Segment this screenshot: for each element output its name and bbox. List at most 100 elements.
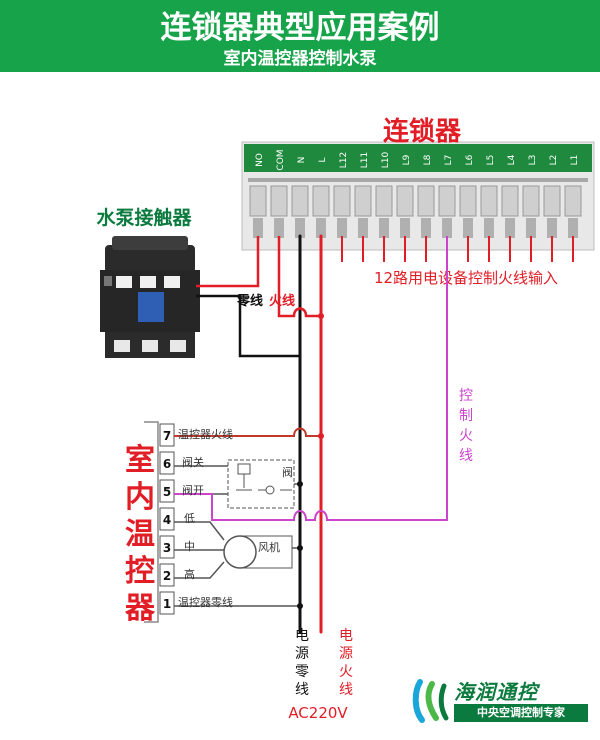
voltage-label: AC220V — [288, 704, 348, 722]
logo-tagline: 中央空调控制专家 — [454, 704, 588, 722]
valve-icon — [265, 485, 275, 495]
junction-dot — [318, 433, 324, 439]
contactor-neutral-wire — [196, 294, 300, 358]
interlock-terminal-screw[interactable] — [295, 218, 305, 238]
interlock-terminal-screw[interactable] — [379, 218, 389, 238]
logo-icon — [412, 679, 449, 723]
interlock-terminal-slot[interactable] — [312, 185, 330, 217]
interlock-terminal-slot[interactable] — [501, 185, 519, 217]
interlock-terminal-slot[interactable] — [249, 185, 267, 217]
thermostat-label-char: 器 — [124, 591, 156, 626]
junction-dot — [297, 545, 303, 551]
power-live-char: 线 — [339, 682, 353, 698]
thermostat-terminal[interactable] — [159, 451, 175, 475]
interlock-terminal-screw[interactable] — [463, 218, 473, 238]
interlock-terminal-slot[interactable] — [480, 185, 498, 217]
interlock-terminal-slot[interactable] — [375, 185, 393, 217]
interlock-label: 连锁器 — [383, 116, 462, 147]
page-title: 连锁器典型应用案例 — [160, 10, 440, 46]
input-note: 12路用电设备控制火线输入 — [374, 269, 558, 287]
interlock-terminal-screw[interactable] — [568, 218, 578, 238]
interlock-terminal-screw[interactable] — [253, 218, 263, 238]
thermostat-terminal-number: 5 — [163, 485, 171, 499]
interlock-terminal-slot[interactable] — [417, 185, 435, 217]
thermostat-terminal-number: 4 — [163, 513, 171, 527]
interlock-terminal-slot[interactable] — [522, 185, 540, 217]
fan-icon — [223, 535, 257, 569]
interlock-terminal-label: L3 — [528, 155, 538, 166]
interlock-terminal-screw[interactable] — [442, 218, 452, 238]
interlock-terminal-screw[interactable] — [337, 218, 347, 238]
thermostat-label: 室内温控器 — [124, 443, 156, 626]
interlock-terminal-screw[interactable] — [274, 218, 284, 238]
thermostat-label-char: 温 — [125, 517, 155, 552]
interlock-terminal-slot[interactable] — [543, 185, 561, 217]
interlock-terminal-screw[interactable] — [547, 218, 557, 238]
interlock-terminal-label: L2 — [549, 155, 559, 166]
interlock-terminal-screw[interactable] — [526, 218, 536, 238]
contactor-label: 水泵接触器 — [96, 206, 192, 229]
valve-open-label: 阀开 — [182, 483, 204, 497]
interlock-terminal-screw[interactable] — [484, 218, 494, 238]
stat-live-label: 温控器火线 — [178, 427, 233, 441]
interlock-terminal-screw[interactable] — [358, 218, 368, 238]
interlock-terminal-slot[interactable] — [270, 185, 288, 217]
thermostat-live-wire — [174, 427, 321, 437]
interlock-terminal-slot[interactable] — [459, 185, 477, 217]
valve-coil — [237, 463, 251, 475]
thermostat-terminal[interactable] — [159, 591, 175, 615]
power-neutral-char: 零 — [295, 664, 309, 680]
mid-speed-label: 中 — [184, 540, 195, 553]
thermostat-label-char: 内 — [125, 480, 155, 515]
interlock-terminal-slot[interactable] — [354, 185, 372, 217]
high-speed-wire — [174, 561, 225, 579]
power-neutral-char: 线 — [295, 682, 309, 698]
interlock-terminal-label: L7 — [444, 155, 454, 166]
valve-linkage — [236, 474, 292, 491]
thermostat-bracket — [144, 421, 159, 623]
interlock-terminal-slot[interactable] — [438, 185, 456, 217]
interlock-terminal-label: L6 — [465, 154, 475, 165]
interlock-terminal-screw[interactable] — [421, 218, 431, 238]
interlock-terminal-screw[interactable] — [400, 218, 410, 238]
interlock-terminal-label: L9 — [402, 154, 412, 165]
interlock-terminal-screw[interactable] — [505, 218, 515, 238]
thermostat-terminal-number: 2 — [163, 569, 171, 583]
contactor-live-wire — [196, 236, 260, 288]
fan-label: 风机 — [258, 540, 280, 554]
valve-label: 阀 — [282, 465, 293, 479]
interlock-terminal-label: L12 — [339, 152, 349, 168]
interlock-terminal-screw[interactable] — [316, 218, 326, 238]
thermostat-label-char: 室 — [125, 443, 155, 478]
control-live-label: 控制火线 — [459, 388, 473, 464]
interlock-terminal-label: L1 — [570, 155, 580, 166]
stat-neutral-label: 温控器零线 — [178, 595, 233, 609]
thermostat-terminal-number: 7 — [163, 429, 171, 443]
thermostat-terminal[interactable] — [159, 479, 175, 503]
thermostat-label-char: 控 — [125, 554, 155, 589]
interlock-terminal-slot[interactable] — [291, 185, 309, 217]
logo-name: 海润通控 — [454, 680, 538, 704]
pump-contactor — [100, 236, 200, 358]
low-speed-wire — [174, 521, 225, 541]
input-wires — [341, 236, 574, 262]
power-live-char: 电 — [339, 628, 353, 644]
interlock-terminal-slot[interactable] — [333, 185, 351, 217]
live-label-top: 火线 — [269, 293, 295, 309]
thermostat-terminal[interactable] — [159, 563, 175, 587]
power-live-char: 火 — [339, 664, 353, 680]
interlock-terminal-label: L5 — [486, 155, 496, 166]
interlock-terminal-label: COM — [276, 149, 286, 170]
thermostat-terminal-number: 1 — [163, 597, 171, 611]
power-live-char: 源 — [339, 646, 353, 662]
interlock-terminal-slot[interactable] — [396, 185, 414, 217]
thermostat-terminal[interactable] — [159, 535, 175, 559]
thermostat-terminal[interactable] — [159, 507, 175, 531]
junction-dot — [297, 603, 303, 609]
interlock-terminal-label: L10 — [381, 151, 391, 168]
interlock-terminal-slot[interactable] — [564, 185, 582, 217]
